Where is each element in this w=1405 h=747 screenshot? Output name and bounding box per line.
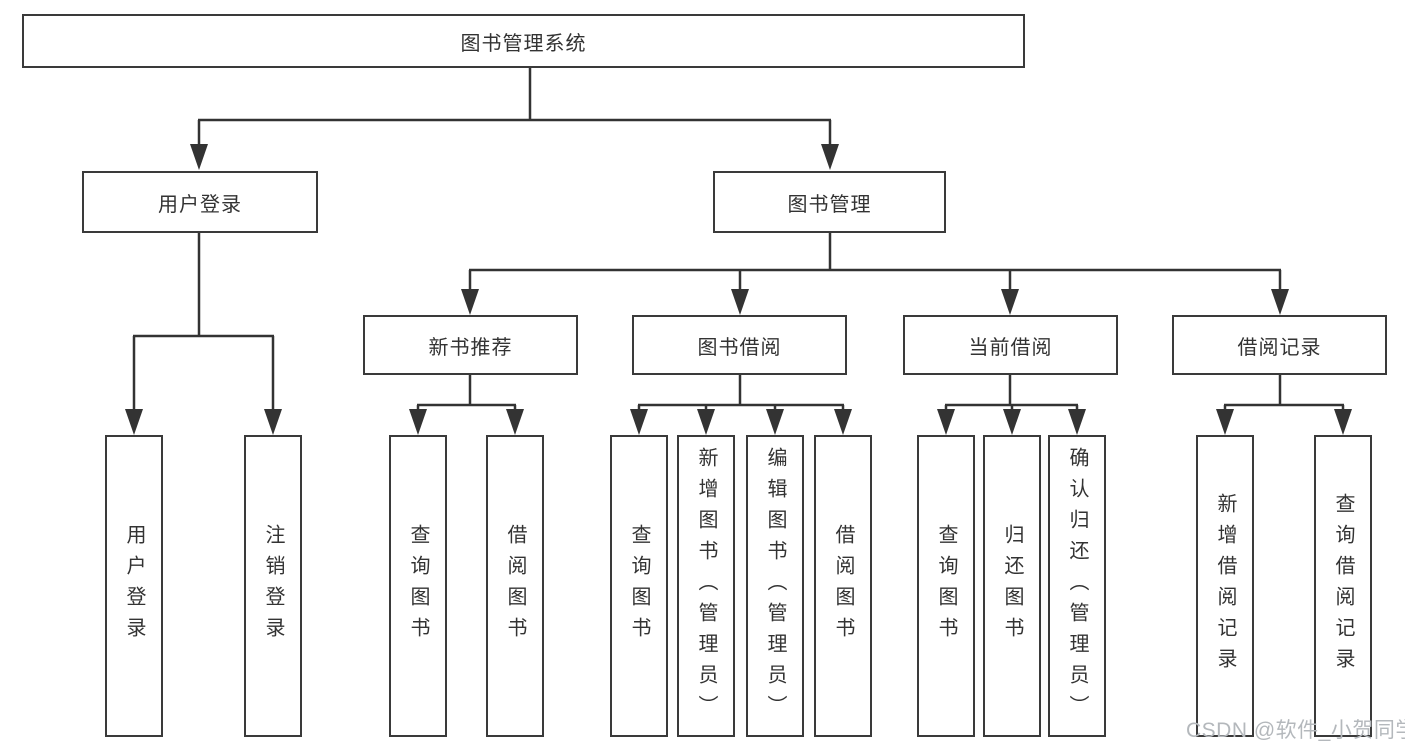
leaf-nb-borrow-books-label: 借阅图书 <box>504 524 526 648</box>
connector-user-login-children <box>132 233 275 412</box>
leaf-user-login: 用户登录 <box>105 435 163 737</box>
leaf-cb-query-books-label: 查询图书 <box>935 524 957 648</box>
connector-book-mgmt-to-level3 <box>468 233 1282 292</box>
leaf-br-add-record-label: 新增借阅记录 <box>1214 493 1236 679</box>
node-book-borrow: 图书借阅 <box>632 315 847 375</box>
arrow-icon <box>630 409 648 435</box>
arrow-icon <box>821 144 839 170</box>
arrow-icon <box>409 409 427 435</box>
arrow-icon <box>697 409 715 435</box>
leaf-logout-label: 注销登录 <box>262 524 284 648</box>
arrow-icon <box>1068 409 1086 435</box>
arrow-icon <box>190 144 208 170</box>
watermark: CSDN @软件_小贺同学 <box>1186 719 1405 742</box>
leaf-bb-borrow-books: 借阅图书 <box>814 435 872 737</box>
arrow-icon <box>1271 289 1289 315</box>
arrow-icon <box>1001 289 1019 315</box>
node-book-management: 图书管理 <box>713 171 946 233</box>
leaf-bb-query-books: 查询图书 <box>610 435 668 737</box>
leaf-bb-add-books-admin: 新增图书（管理员） <box>677 435 735 737</box>
leaf-br-add-record: 新增借阅记录 <box>1196 435 1254 737</box>
arrow-icon <box>125 409 143 435</box>
leaf-bb-query-books-label: 查询图书 <box>628 524 650 648</box>
leaf-cb-return-books: 归还图书 <box>983 435 1041 737</box>
node-borrow-records-label: 借阅记录 <box>1237 336 1322 359</box>
arrow-icon <box>1003 409 1021 435</box>
leaf-nb-query-books: 查询图书 <box>389 435 447 737</box>
leaf-br-query-record: 查询借阅记录 <box>1314 435 1372 737</box>
arrow-icon <box>834 409 852 435</box>
node-current-borrow: 当前借阅 <box>903 315 1118 375</box>
arrow-icon <box>264 409 282 435</box>
connector-new-books-children <box>416 375 517 412</box>
leaf-nb-query-books-label: 查询图书 <box>407 524 429 648</box>
arrow-icon <box>937 409 955 435</box>
arrow-icon <box>1216 409 1234 435</box>
leaf-cb-confirm-return-admin: 确认归还（管理员） <box>1048 435 1106 737</box>
node-book-borrow-label: 图书借阅 <box>697 336 782 359</box>
node-book-management-label: 图书管理 <box>787 193 872 216</box>
leaf-logout: 注销登录 <box>244 435 302 737</box>
leaf-bb-borrow-books-label: 借阅图书 <box>832 524 854 648</box>
node-root: 图书管理系统 <box>22 14 1025 68</box>
leaf-bb-add-books-admin-label: 新增图书（管理员） <box>695 446 717 726</box>
connector-current-borrow-children <box>944 375 1079 412</box>
arrow-icon <box>1334 409 1352 435</box>
connector-borrow-records-children <box>1223 375 1345 412</box>
leaf-user-login-label: 用户登录 <box>123 524 145 648</box>
leaf-bb-edit-books-admin-label: 编辑图书（管理员） <box>764 446 786 726</box>
arrow-icon <box>766 409 784 435</box>
arrow-icon <box>506 409 524 435</box>
connector-book-borrow-children <box>637 375 845 412</box>
node-root-label: 图书管理系统 <box>460 32 587 55</box>
node-current-borrow-label: 当前借阅 <box>968 336 1053 359</box>
leaf-cb-query-books: 查询图书 <box>917 435 975 737</box>
arrow-icon <box>731 289 749 315</box>
node-user-login: 用户登录 <box>82 171 318 233</box>
arrow-icon <box>461 289 479 315</box>
leaf-cb-return-books-label: 归还图书 <box>1001 524 1023 648</box>
leaf-cb-confirm-return-admin-label: 确认归还（管理员） <box>1066 446 1088 726</box>
node-user-login-label: 用户登录 <box>158 193 242 216</box>
node-new-book-recommend: 新书推荐 <box>363 315 578 375</box>
node-borrow-records: 借阅记录 <box>1172 315 1387 375</box>
leaf-br-query-record-label: 查询借阅记录 <box>1332 493 1354 679</box>
connector-root-to-level2 <box>197 68 832 147</box>
leaf-bb-edit-books-admin: 编辑图书（管理员） <box>746 435 804 737</box>
leaf-nb-borrow-books: 借阅图书 <box>486 435 544 737</box>
node-new-book-recommend-label: 新书推荐 <box>428 336 513 359</box>
